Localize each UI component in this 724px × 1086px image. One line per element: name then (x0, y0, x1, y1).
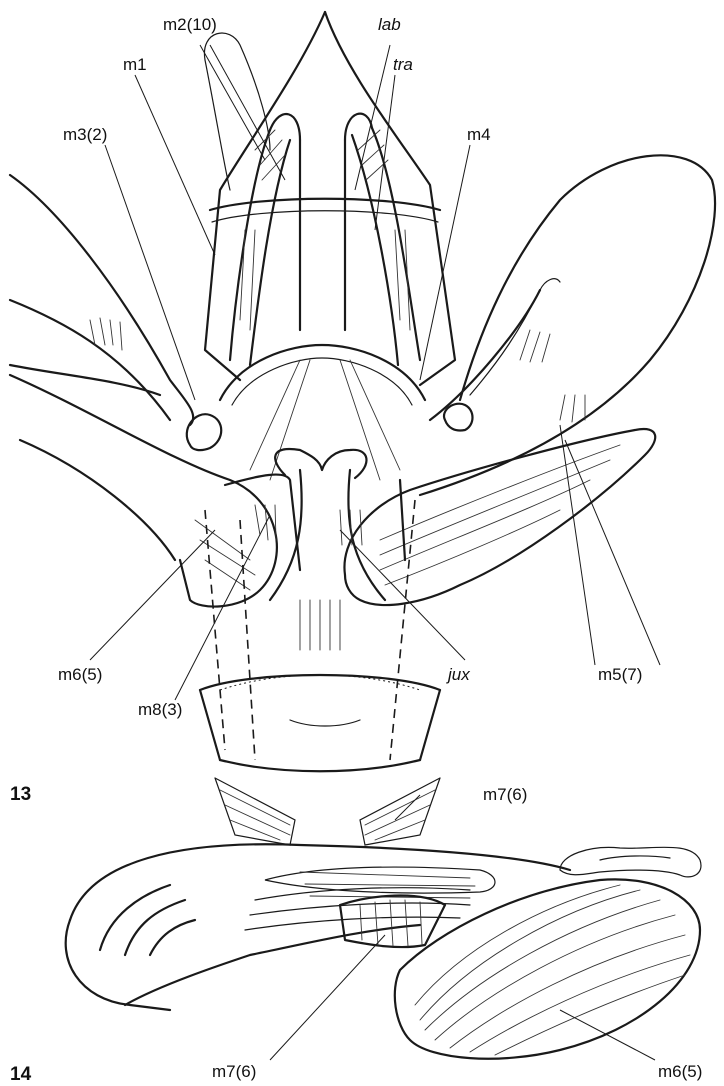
label-m6: m6(5) (58, 665, 102, 684)
label-m3: m3(2) (63, 125, 107, 144)
label-m6-fig14: m6(5) (658, 1062, 702, 1081)
label-m5: m5(7) (598, 665, 642, 684)
label-m4: m4 (467, 125, 491, 144)
figure-13-drawing (10, 12, 715, 845)
figure-13-labels: m2(10) lab m1 tra m3(2) m4 m6(5) jux m5(… (10, 15, 642, 805)
figure-number-13: 13 (10, 784, 31, 805)
figure-number-14: 14 (10, 1064, 32, 1085)
label-m7-fig14: m7(6) (212, 1062, 256, 1081)
label-lab: lab (378, 15, 401, 34)
label-m8: m8(3) (138, 700, 182, 719)
label-jux: jux (446, 665, 470, 684)
label-m7: m7(6) (483, 785, 527, 804)
figure-14-labels: m7(6) m6(5) 14 (10, 1062, 702, 1085)
label-m1: m1 (123, 55, 147, 74)
label-m2: m2(10) (163, 15, 217, 34)
figure-14-drawing (66, 844, 701, 1058)
label-tra: tra (393, 55, 413, 74)
